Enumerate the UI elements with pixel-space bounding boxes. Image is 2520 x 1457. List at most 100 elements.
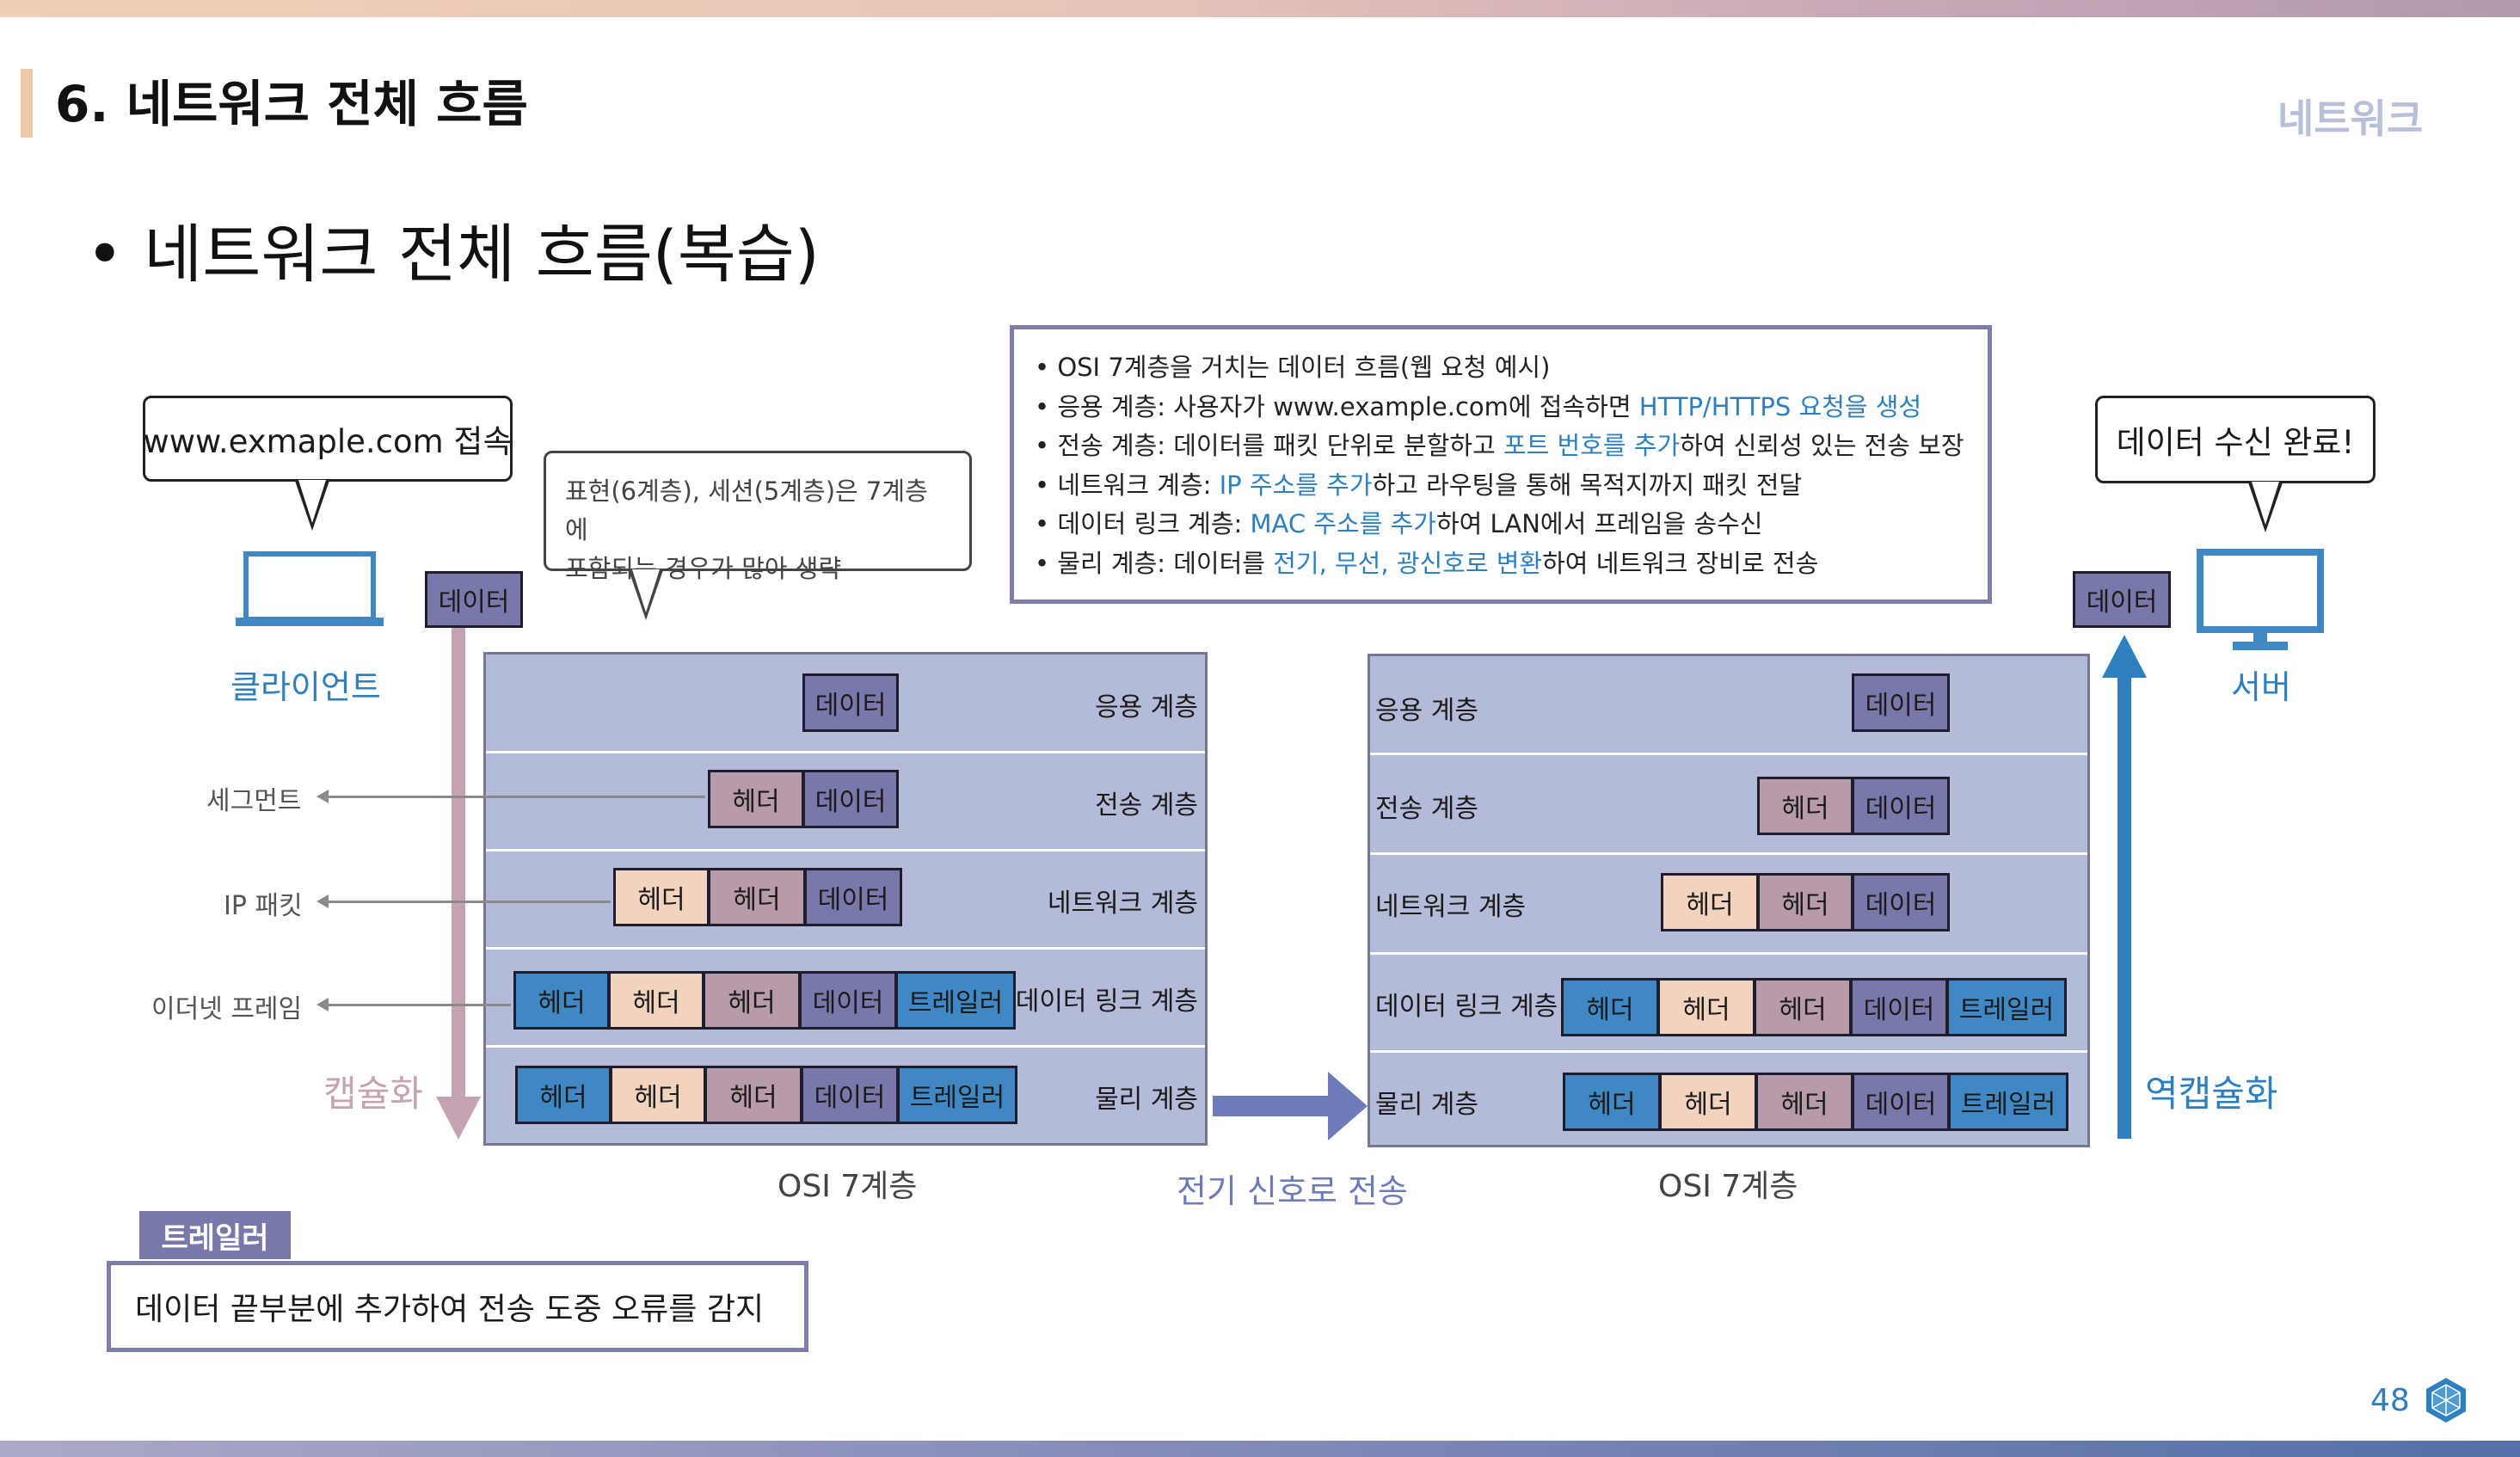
ip-packet-arrow-head xyxy=(317,894,329,908)
decap-arrow-head xyxy=(2102,635,2147,678)
ip-packet-label: IP 패킷 xyxy=(224,891,303,921)
network-transport-header-chip: 헤더 xyxy=(708,868,806,926)
rx-physical-trailer-chip: 트레일러 xyxy=(1948,1073,2068,1131)
info-line-5: • 데이터 링크 계층: MAC 주소를 추가하여 LAN에서 프레임을 송수신 xyxy=(1035,505,1967,544)
rx-network-transport-header-chip: 헤더 xyxy=(1757,873,1853,931)
info-line-3-tail: 하여 신뢰성 있는 전송 보장 xyxy=(1680,431,1964,460)
info-line-4-tail: 하고 라우팅을 통해 목적지까지 패킷 전달 xyxy=(1372,470,1803,500)
info-line-3: • 전송 계층: 데이터를 패킷 단위로 분할하고 포트 번호를 추가하여 신뢰… xyxy=(1035,427,1967,466)
rx-physical-mac-header-chip: 헤더 xyxy=(1563,1073,1661,1131)
datalink-transport-header-chip: 헤더 xyxy=(703,971,801,1030)
rx-physical-data-chip: 데이터 xyxy=(1852,1073,1950,1131)
info-line-1: • OSI 7계층을 거치는 데이터 흐름(웹 요청 예시) xyxy=(1035,353,1551,382)
receiver-osi-caption: OSI 7계층 xyxy=(1658,1169,1798,1204)
receiver-layer-transport: 전송 계층 xyxy=(1375,794,1478,824)
row-divider xyxy=(486,751,1205,753)
info-line-2: • 응용 계층: 사용자가 www.example.com에 접속하면 HTTP… xyxy=(1035,388,1967,427)
rx-transport-header-chip: 헤더 xyxy=(1757,777,1853,835)
rx-physical-ip-header-chip: 헤더 xyxy=(1659,1073,1757,1131)
info-line-5-highlight: MAC 주소를 추가 xyxy=(1250,509,1436,538)
category-label: 네트워크 xyxy=(2277,95,2424,142)
receiver-layer-network: 네트워크 계층 xyxy=(1375,892,1527,922)
physical-ip-header-chip: 헤더 xyxy=(610,1066,706,1124)
encap-start-data-chip: 데이터 xyxy=(425,571,523,628)
laptop-icon xyxy=(236,551,384,626)
info-line-5-tail: 하여 LAN에서 프레임을 송수신 xyxy=(1435,509,1763,538)
receiver-osi-stack: 응용 계층 전송 계층 네트워크 계층 데이터 링크 계층 물리 계층 데이터 … xyxy=(1368,654,2090,1147)
sender-layer-datalink: 데이터 링크 계층 xyxy=(1015,987,1198,1017)
info-line-6-tail: 하여 네트워크 장비로 전송 xyxy=(1542,548,1819,578)
segment-arrow-line xyxy=(329,796,705,798)
rx-app-data-chip: 데이터 xyxy=(1852,673,1950,732)
row-divider xyxy=(1370,952,2087,955)
decapsulation-label: 역캡슐화 xyxy=(2145,1073,2278,1115)
ethernet-frame-arrow-line xyxy=(329,1004,511,1006)
note-bubble-tail-fill xyxy=(632,569,660,612)
sender-osi-caption: OSI 7계층 xyxy=(778,1169,918,1204)
segment-label: 세그먼트 xyxy=(206,786,302,816)
row-divider xyxy=(1370,753,2087,755)
server-speech-bubble: 데이터 수신 완료! xyxy=(2095,396,2376,483)
info-line-6-text: • 물리 계층: 데이터를 xyxy=(1035,548,1274,578)
info-line-6: • 물리 계층: 데이터를 전기, 무선, 광신호로 변환하여 네트워크 장비로… xyxy=(1035,544,1967,584)
encapsulation-label: 캡슐화 xyxy=(323,1073,423,1115)
row-divider xyxy=(486,1045,1205,1048)
network-data-chip: 데이터 xyxy=(804,868,902,926)
row-divider xyxy=(1370,852,2087,855)
info-line-6-highlight: 전기, 무선, 광신호로 변환 xyxy=(1273,548,1543,578)
server-label: 서버 xyxy=(2231,668,2291,706)
segment-arrow-head xyxy=(317,790,329,803)
trailer-tag: 트레일러 xyxy=(139,1211,291,1259)
rx-datalink-trailer-chip: 트레일러 xyxy=(1946,978,2067,1036)
info-line-5-text: • 데이터 링크 계층: xyxy=(1035,509,1251,538)
row-divider xyxy=(1370,1050,2087,1053)
ethernet-frame-label: 이더넷 프레임 xyxy=(151,994,303,1024)
section-title: 6. 네트워크 전체 흐름 xyxy=(55,75,528,133)
info-line-4-text: • 네트워크 계층: xyxy=(1035,470,1220,500)
datalink-ip-header-chip: 헤더 xyxy=(608,971,704,1030)
transmit-arrow-head xyxy=(1328,1072,1368,1140)
rx-network-ip-header-chip: 헤더 xyxy=(1661,873,1759,931)
hexagon-logo-icon xyxy=(2426,1378,2466,1423)
datalink-mac-header-chip: 헤더 xyxy=(513,971,610,1030)
bottom-gradient-bar xyxy=(0,1441,2520,1457)
network-ip-header-chip: 헤더 xyxy=(613,868,710,926)
top-gradient-bar xyxy=(0,0,2520,17)
rx-datalink-ip-header-chip: 헤더 xyxy=(1657,978,1755,1036)
note-line-2: 포함되는 경우가 많아 생략 xyxy=(565,554,842,583)
note-line-1: 표현(6계층), 세션(5계층)은 7계층에 xyxy=(565,476,928,544)
receiver-layer-application: 응용 계층 xyxy=(1375,696,1478,726)
client-bubble-text: www.exmaple.com 접속 xyxy=(143,423,513,460)
osi-flow-info-box: • OSI 7계층을 거치는 데이터 흐름(웹 요청 예시) • 응용 계층: … xyxy=(1010,325,1992,604)
row-divider xyxy=(486,849,1205,851)
monitor-icon xyxy=(2197,549,2324,650)
client-bubble-tail-fill xyxy=(298,480,326,523)
physical-data-chip: 데이터 xyxy=(801,1066,899,1124)
info-line-3-text: • 전송 계층: 데이터를 패킷 단위로 분할하고 xyxy=(1035,431,1503,460)
info-line-3-highlight: 포트 번호를 추가 xyxy=(1503,431,1681,460)
rx-datalink-data-chip: 데이터 xyxy=(1850,978,1948,1036)
info-line-4-highlight: IP 주소를 추가 xyxy=(1219,470,1373,500)
app-data-chip: 데이터 xyxy=(802,673,899,732)
datalink-data-chip: 데이터 xyxy=(799,971,897,1030)
trailer-definition-text: 데이터 끝부분에 추가하여 전송 도중 오류를 감지 xyxy=(135,1292,765,1327)
sender-layer-network: 네트워크 계층 xyxy=(1047,888,1198,919)
sender-layer-physical: 물리 계층 xyxy=(1095,1085,1198,1115)
row-divider xyxy=(486,947,1205,950)
receiver-layer-physical: 물리 계층 xyxy=(1375,1090,1478,1120)
transmit-label: 전기 신호로 전송 xyxy=(1177,1172,1408,1210)
physical-trailer-chip: 트레일러 xyxy=(897,1066,1017,1124)
datalink-trailer-chip: 트레일러 xyxy=(895,971,1016,1030)
receiver-layer-datalink: 데이터 링크 계층 xyxy=(1375,992,1558,1022)
rx-datalink-transport-header-chip: 헤더 xyxy=(1754,978,1852,1036)
physical-mac-header-chip: 헤더 xyxy=(515,1066,612,1124)
rx-physical-transport-header-chip: 헤더 xyxy=(1755,1073,1853,1131)
title-accent-bar xyxy=(21,69,33,138)
client-speech-bubble: www.exmaple.com 접속 xyxy=(143,396,513,482)
ethernet-frame-arrow-head xyxy=(317,998,329,1011)
server-bubble-tail-fill xyxy=(2252,482,2279,525)
physical-transport-header-chip: 헤더 xyxy=(704,1066,802,1124)
rx-network-data-chip: 데이터 xyxy=(1852,873,1950,931)
encap-arrow-head xyxy=(436,1097,481,1140)
transmit-arrow-shaft xyxy=(1213,1096,1330,1116)
